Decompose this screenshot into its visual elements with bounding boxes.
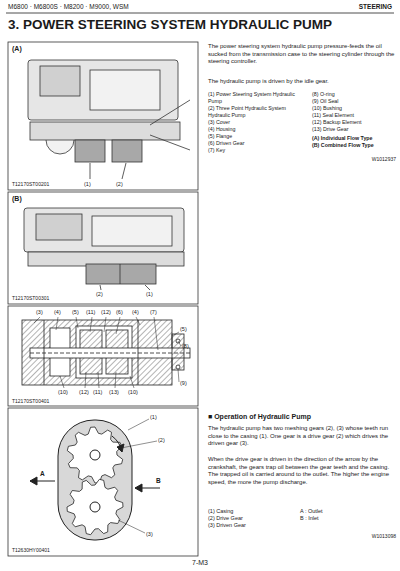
legend-item: (3) Driven Gear [208, 522, 298, 529]
legend-item: (1) Casing [208, 508, 298, 515]
header-rule [6, 13, 394, 14]
header-text: M6800 · M6800S · M8200 · M9000, WSM [8, 3, 248, 11]
callout-number: (8) [182, 343, 196, 350]
legend-item: (2) Drive Gear [208, 515, 298, 522]
callout-number: (1) [84, 181, 98, 188]
parts-item: (11) Seal Element [312, 112, 396, 119]
callout-number: (10) [58, 389, 74, 396]
figure-code: T12170ST00201 [12, 181, 82, 187]
callout-number: (9) [180, 380, 194, 387]
parts-item: (A) Individual Flow Type [312, 135, 396, 142]
port-label: B [156, 477, 166, 485]
callout-number: (6) [116, 309, 130, 316]
parts-item: (13) Drive Gear [312, 126, 396, 133]
section-name: STEERING [300, 3, 392, 11]
callout-number: (2) [96, 291, 110, 298]
page-title: 3. POWER STEERING SYSTEM HYDRAULIC PUMP [8, 17, 392, 34]
gear-pump [30, 420, 160, 540]
parts-item: (5) Flange [208, 133, 308, 140]
callout-number: (3) [36, 309, 50, 316]
parts-item: (3) Cover [208, 119, 308, 126]
engine-view-a [28, 60, 190, 179]
callout-number: (2) [116, 181, 130, 188]
callout-number: (5) [180, 326, 194, 333]
figure-code: T12170ST00401 [12, 398, 82, 404]
parts-item: (4) Housing [208, 126, 308, 133]
callout-number: (1) [146, 291, 160, 298]
body-text: The power steering system hydraulic pump… [208, 43, 396, 66]
section-heading: ■ Operation of Hydraulic Pump [208, 413, 396, 422]
callout-number: (3) [146, 531, 160, 538]
callout-number: (4) [54, 309, 68, 316]
parts-item: (12) Backup Element [312, 119, 396, 126]
figure-code: T12170ST00301 [12, 295, 82, 301]
port-label: A [40, 470, 50, 478]
callout-number: (5) [72, 309, 86, 316]
figure-frames [8, 42, 198, 556]
callout-number: (4) [132, 309, 146, 316]
callout-number: (2) [158, 437, 172, 444]
parts-item: (7) Key [208, 147, 308, 154]
figure-label: (B) [12, 195, 32, 204]
parts-item: (1) Power Steering System Hydraulic Pump [208, 91, 308, 104]
doc-code: W1013098 [330, 533, 396, 539]
leader-lines [34, 317, 181, 388]
callout-number: (11) [93, 389, 109, 396]
parts-item: (6) Driven Gear [208, 140, 308, 147]
callout-number: (10) [128, 389, 144, 396]
parts-item: (10) Bushing [312, 105, 396, 112]
legend-item: B : Inlet [300, 515, 390, 522]
parts-item: (9) Oil Seal [312, 98, 396, 105]
callout-number: (11) [86, 309, 102, 316]
callout-number: (12) [79, 389, 95, 396]
engine-view-b [24, 208, 184, 290]
figure-label: (A) [12, 45, 32, 54]
pump-cross-section [22, 320, 190, 385]
parts-item: (B) Combined Flow Type [312, 142, 396, 149]
leader-lines [118, 419, 157, 533]
page-number: 7-M3 [170, 559, 230, 568]
legend-item: A : Outlet [300, 508, 390, 515]
body-text: The hydraulic pump has two meshing gears… [208, 425, 396, 448]
parts-item: (2) Three Point Hydraulic System Hydraul… [208, 105, 308, 118]
body-text: The hydraulic pump is driven by the idle… [208, 78, 396, 86]
callout-number: (12) [101, 309, 117, 316]
body-text: When the drive gear is driven in the dir… [208, 456, 396, 486]
callout-number: (7) [150, 309, 164, 316]
callout-number: (1) [150, 414, 164, 421]
parts-item: (8) O-ring [312, 91, 396, 98]
doc-code: W1012937 [330, 156, 396, 162]
figure-code: T12630HY00401 [12, 547, 82, 553]
callout-number: (13) [109, 389, 125, 396]
